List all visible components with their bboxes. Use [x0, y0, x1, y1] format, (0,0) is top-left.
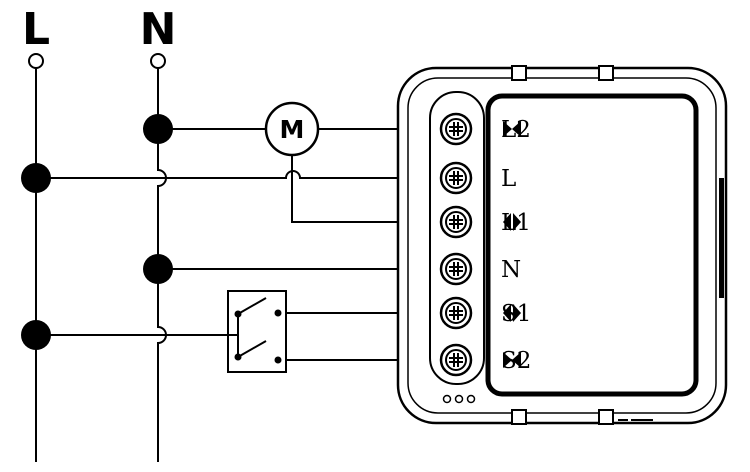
diamond-icon	[503, 304, 521, 322]
terminal: S1	[439, 296, 531, 330]
double-switch	[227, 290, 287, 373]
neutral-bus-terminal	[150, 53, 166, 69]
terminal-screw-icon	[439, 296, 473, 330]
terminal-list: L2L L1N S1S2	[439, 112, 531, 377]
terminal-screw-icon	[439, 205, 473, 239]
status-led	[466, 394, 476, 404]
motor-label: M	[280, 115, 305, 144]
live-bus-label: L	[22, 4, 50, 55]
neutral-bus-label: N	[140, 4, 177, 55]
terminal: L	[439, 161, 516, 195]
terminal-screw-icon	[439, 112, 473, 146]
terminal-screw-icon	[439, 161, 473, 195]
terminal: N	[439, 252, 521, 286]
status-led	[454, 394, 464, 404]
bowtie-icon	[503, 121, 521, 137]
wire-live-to-l	[36, 170, 456, 179]
label-panel	[485, 93, 699, 397]
terminal-label: N	[501, 257, 521, 283]
terminal: S2	[439, 343, 531, 377]
bowtie-icon	[503, 352, 521, 368]
terminal-label: L	[501, 166, 516, 192]
live-bus-terminal	[28, 53, 44, 69]
motor-symbol	[264, 101, 320, 157]
diamond-icon	[503, 213, 521, 231]
terminal: L1	[439, 205, 531, 239]
terminal-screw-icon	[439, 252, 473, 286]
terminal: L2	[439, 112, 531, 146]
status-led	[442, 394, 452, 404]
module-housing-inner	[407, 77, 717, 414]
terminal-screw-icon	[439, 343, 473, 377]
